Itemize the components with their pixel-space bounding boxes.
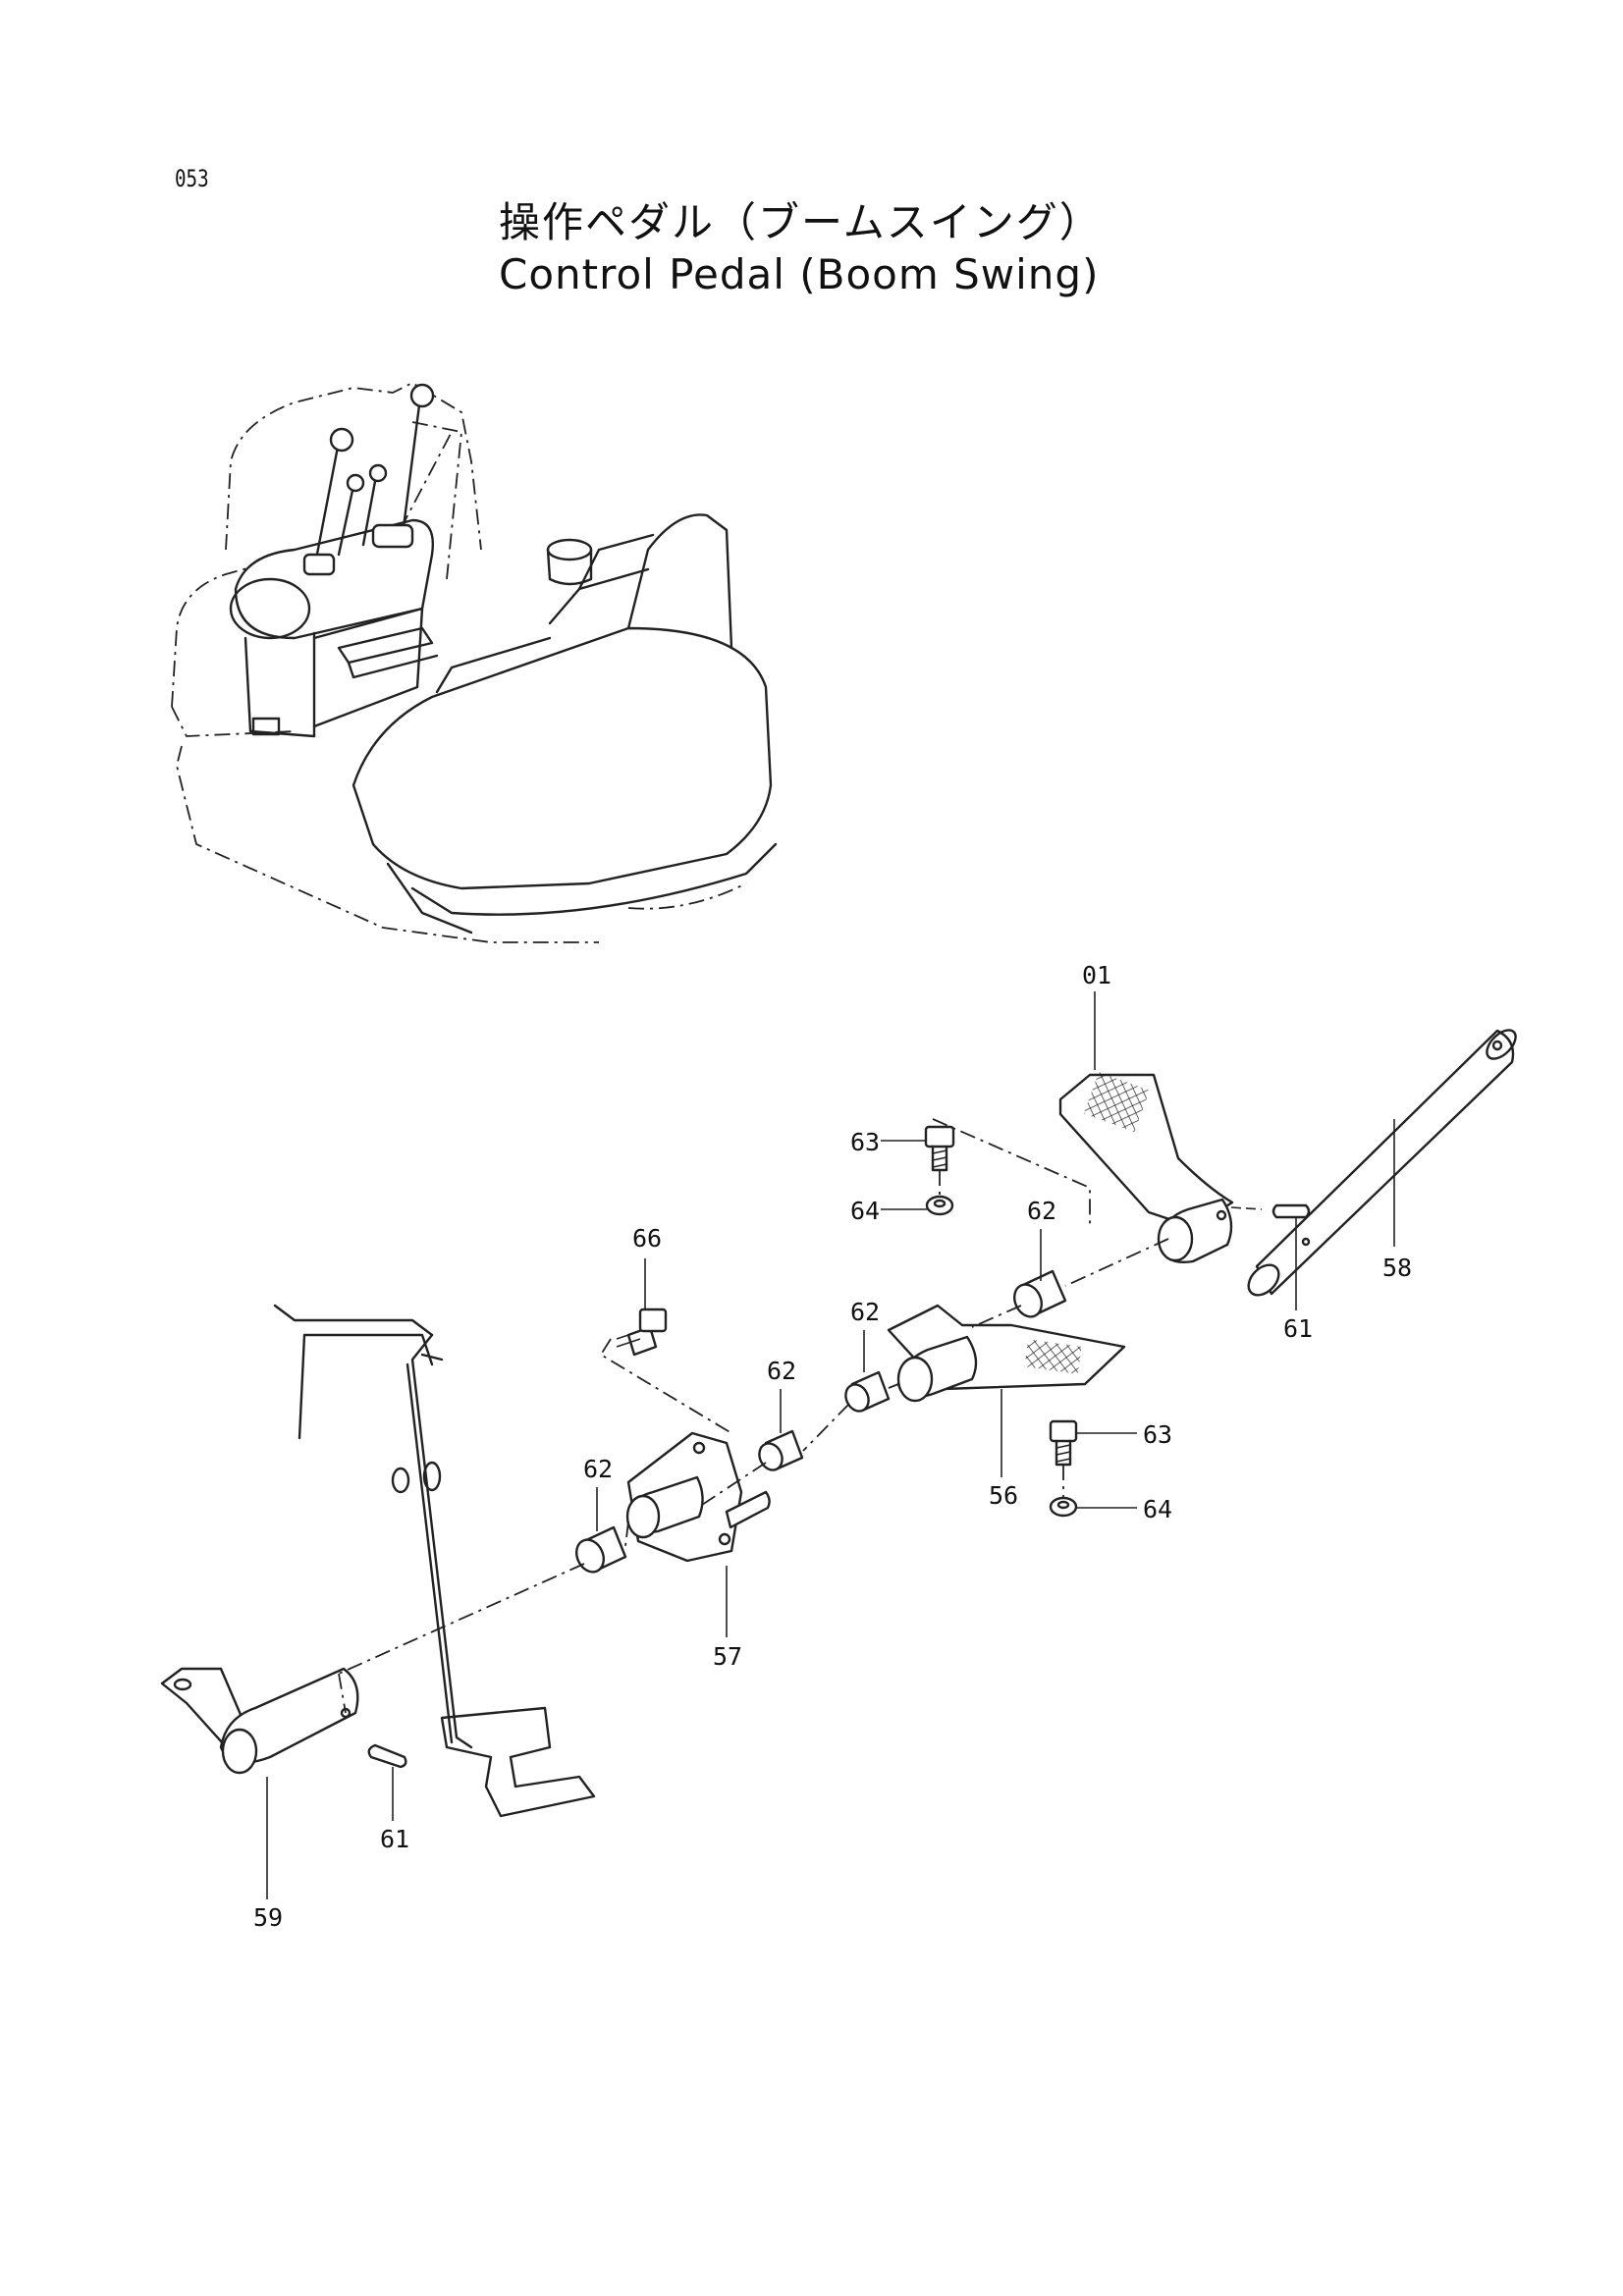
part-61-pin-right [1271,1203,1311,1219]
part-56-pedal [887,1304,1126,1403]
leader-lines [266,991,1395,1899]
part-63-bolt-lower [1049,1419,1078,1467]
callout-58: 58 [1382,1254,1412,1282]
callout-59: 59 [253,1903,283,1932]
part-62-bushing-b [844,1370,891,1413]
title-english: Control Pedal (Boom Swing) [499,250,1100,298]
callout-62-c: 62 [767,1357,796,1385]
part-63-bolt-top [924,1125,955,1172]
callout-64-top: 64 [850,1197,880,1225]
callout-63-lower: 63 [1143,1420,1172,1449]
callout-62-a: 62 [1027,1197,1056,1225]
part-62-bushing-a [1013,1269,1067,1318]
part-62-bushing-c [758,1429,804,1471]
part-64-nut-lower [1049,1496,1078,1518]
callout-57: 57 [713,1642,742,1671]
callout-01: 01 [1082,961,1111,989]
assembly-centerlines [338,1118,1169,1714]
part-62-bushing-d [575,1525,627,1574]
callout-62-d: 62 [583,1455,613,1483]
part-59-lever-shaft [160,1667,359,1775]
callout-62-b: 62 [850,1298,880,1326]
part-64-nut-top [925,1195,954,1216]
part-66-bolt [616,1308,668,1357]
callout-56: 56 [989,1481,1018,1510]
callout-66: 66 [632,1224,662,1253]
machine-overview-illustration [171,381,778,943]
callout-61-left: 61 [380,1825,409,1853]
callout-63-top: 63 [850,1128,880,1156]
callout-64-lower: 64 [1143,1495,1172,1523]
floor-bracket [273,1304,596,1818]
title-japanese: 操作ペダル（ブームスイング） [499,198,1103,246]
part-61-pin-left [367,1743,407,1769]
part-57-bracket [625,1431,771,1563]
part-01-pedal [1058,1072,1263,1263]
callout-labels: 01 63 64 62 58 61 66 62 62 63 56 64 62 5… [253,961,1412,1932]
part-58-shaft [1247,1029,1517,1297]
page-number: 053 [175,165,209,192]
callout-61-right: 61 [1283,1314,1313,1343]
